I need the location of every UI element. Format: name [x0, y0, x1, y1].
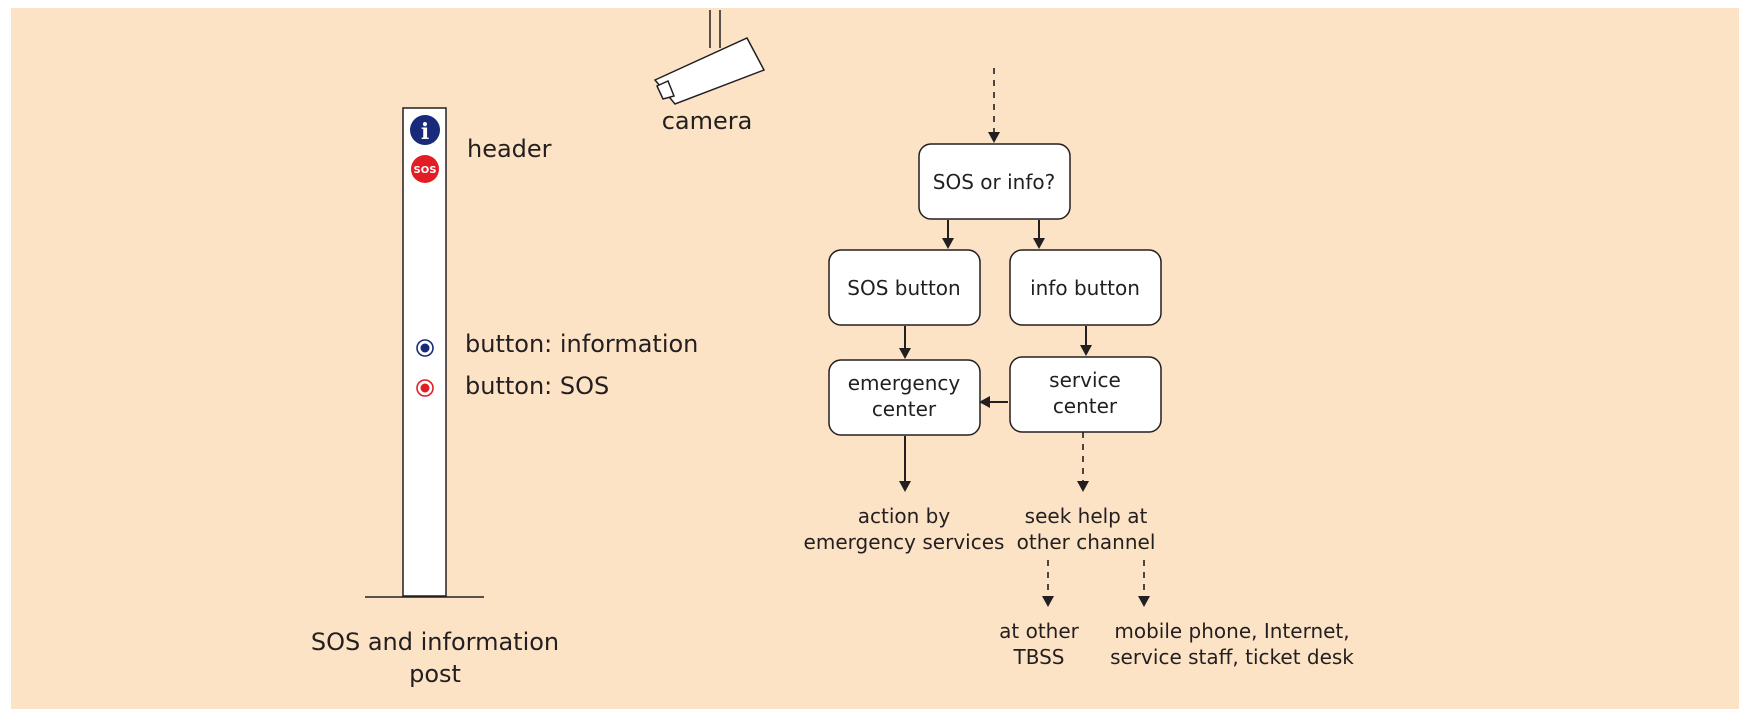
button-sos-label: button: SOS	[465, 372, 609, 400]
emergency-center-label-line1: emergency	[848, 371, 961, 395]
service-center-label-line1: service	[1049, 368, 1121, 392]
emergency-center-box: emergency center	[828, 359, 981, 436]
sos-button-icon[interactable]	[416, 379, 434, 397]
header-label: header	[467, 135, 552, 163]
info-icon-glyph: i	[421, 119, 429, 145]
seek-help-label-line1: seek help at	[1025, 504, 1148, 528]
action-label-line1: action by	[858, 504, 951, 528]
camera-label: camera	[662, 107, 753, 135]
at-other-tbss-label-line1: at other	[999, 619, 1080, 643]
post-caption-line1: SOS and information	[311, 628, 559, 656]
button-information-label: button: information	[465, 330, 698, 358]
service-center-label-line2: center	[1053, 394, 1118, 418]
info-button-label: info button	[1030, 276, 1140, 300]
sos-information-post: i SOS header button: information button:…	[311, 107, 698, 688]
sos-or-info-box: SOS or info?	[918, 143, 1071, 220]
sos-icon-text: SOS	[414, 165, 437, 176]
at-other-tbss-label-line2: TBSS	[1013, 645, 1065, 669]
info-button-icon[interactable]	[416, 339, 434, 357]
seek-help-label-line2: other channel	[1017, 530, 1156, 554]
sos-button-label: SOS button	[847, 276, 960, 300]
flow-connectors	[899, 68, 1150, 607]
camera-icon	[653, 10, 766, 105]
service-center-box: service center	[1009, 356, 1162, 433]
emergency-center-label-line2: center	[872, 397, 937, 421]
sos-button-box: SOS button	[828, 249, 981, 326]
action-label-line2: emergency services	[804, 530, 1005, 554]
info-icon: i	[410, 115, 440, 145]
mobile-phone-label-line1: mobile phone, Internet,	[1114, 619, 1349, 643]
diagram-background	[11, 8, 1739, 709]
post-caption-line2: post	[409, 660, 461, 688]
mobile-phone-label-line2: service staff, ticket desk	[1110, 645, 1354, 669]
sos-icon: SOS	[411, 155, 439, 183]
sos-or-info-label: SOS or info?	[933, 170, 1055, 194]
info-button-box: info button	[1009, 249, 1162, 326]
